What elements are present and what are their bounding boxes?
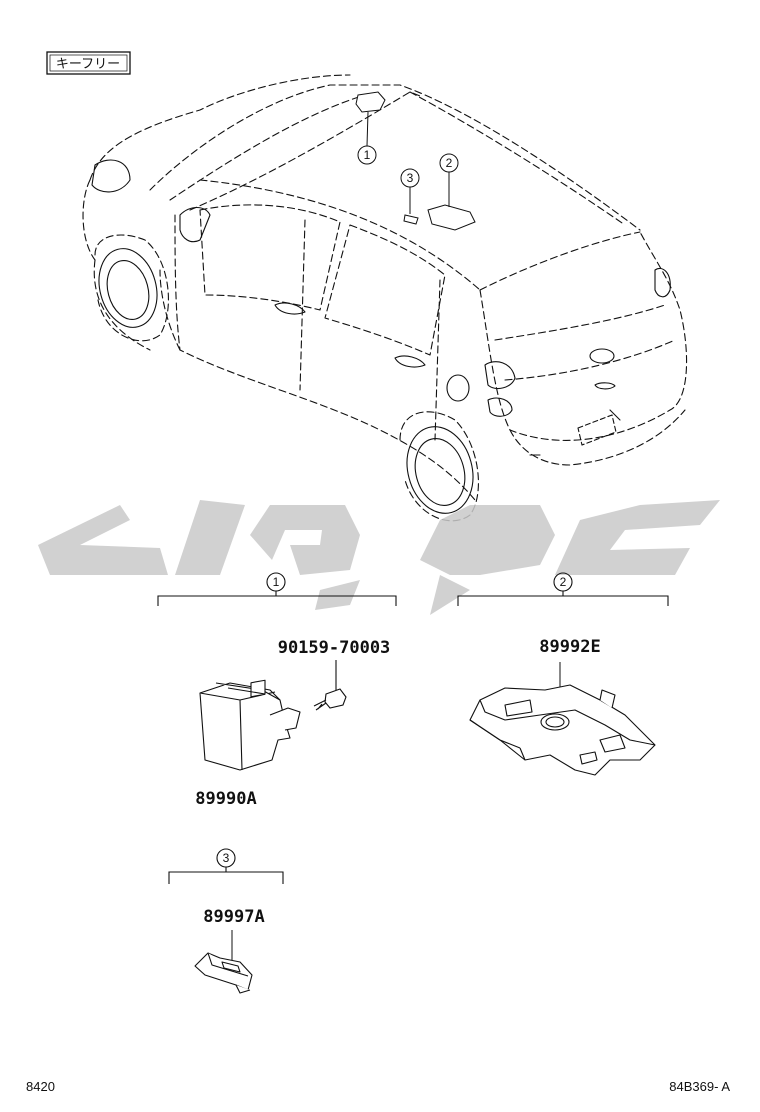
car-callouts bbox=[355, 91, 476, 231]
section-label-text: キーフリー bbox=[56, 57, 120, 72]
section-label: キーフリー bbox=[46, 51, 131, 75]
part-label-90159-70003: 90159-70003 bbox=[278, 638, 391, 658]
group-2 bbox=[457, 572, 669, 606]
car-callout-3: 3 bbox=[407, 171, 414, 185]
page-number: 8420 bbox=[26, 1079, 55, 1094]
part-label-89997A: 89997A bbox=[203, 907, 264, 927]
bracket-drawing bbox=[469, 684, 656, 776]
part-label-89992E: 89992E bbox=[539, 637, 600, 657]
car-illustration bbox=[82, 74, 688, 522]
group-3 bbox=[168, 848, 284, 884]
control-module-drawing bbox=[199, 679, 301, 771]
car-callout-1: 1 bbox=[364, 148, 371, 162]
watermark-logo bbox=[38, 500, 720, 615]
group-3-callout: 3 bbox=[223, 851, 230, 865]
part-label-89990A: 89990A bbox=[195, 789, 256, 809]
diagram-code: 84B369- A bbox=[669, 1079, 730, 1094]
group-2-callout: 2 bbox=[560, 575, 567, 589]
group-1 bbox=[157, 572, 397, 606]
bolt-drawing bbox=[313, 660, 347, 711]
car-callout-2: 2 bbox=[446, 156, 453, 170]
group-1-callout: 1 bbox=[273, 575, 280, 589]
sensor-drawing bbox=[194, 952, 253, 994]
